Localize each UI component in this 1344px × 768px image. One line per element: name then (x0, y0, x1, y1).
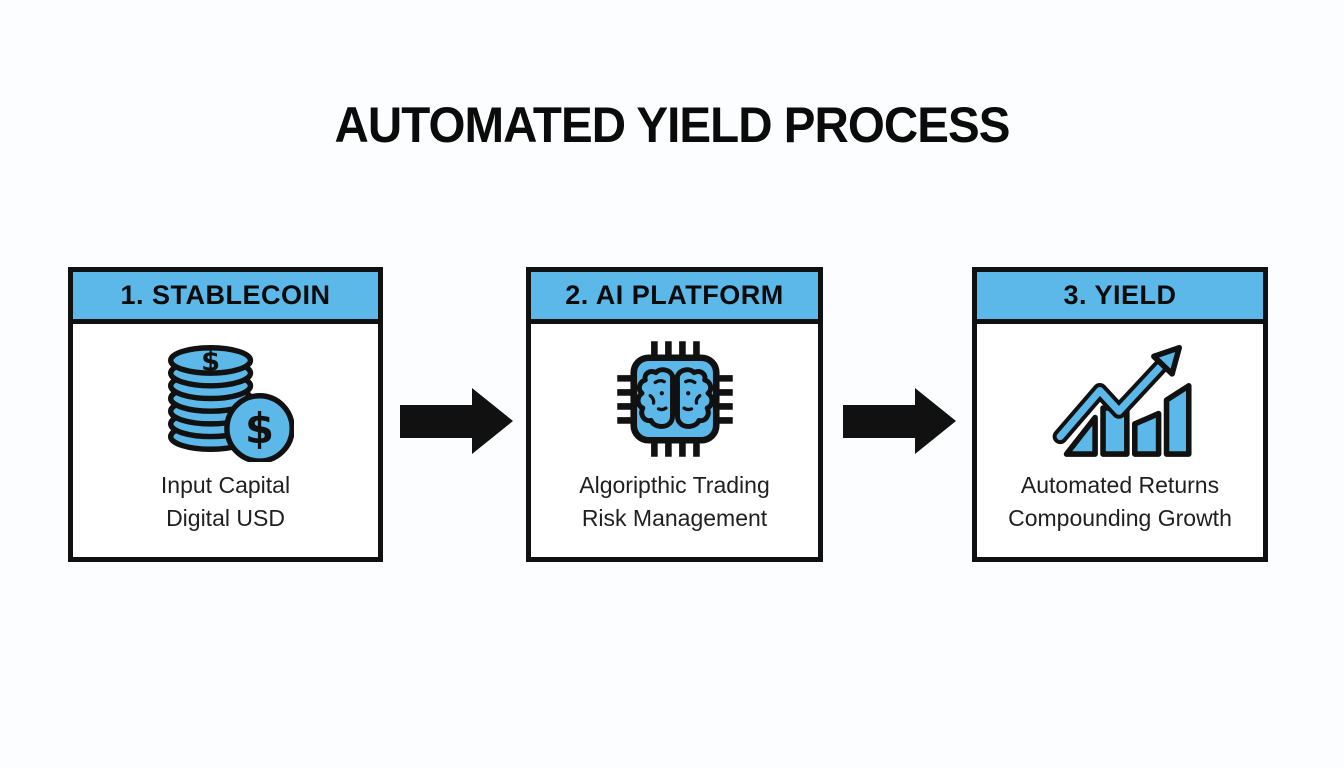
step-header-ai-platform: 2. AI PLATFORM (531, 272, 818, 324)
ai-chip-brain-icon (616, 340, 733, 457)
caption-line: Digital USD (166, 505, 285, 531)
step-box-stablecoin: 1. STABLECOIN $ $ Input Capital Digital … (68, 267, 383, 562)
caption-line: Compounding Growth (1008, 505, 1232, 531)
step-caption-stablecoin: Input Capital Digital USD (73, 469, 378, 557)
brain-glyph (635, 366, 675, 429)
step-body-ai-platform (531, 324, 818, 469)
caption-line: Input Capital (160, 472, 291, 498)
growth-chart-icon (1052, 344, 1192, 457)
step-caption-ai-platform: Algoripthic Trading Risk Management (531, 469, 818, 557)
brain-glyph (674, 366, 714, 429)
step-header-yield: 3. YIELD (977, 272, 1263, 324)
arrow-right-icon (400, 388, 513, 454)
step-box-yield: 3. YIELD Automated Returns Compounding G… (972, 267, 1268, 562)
dollar-sign-glyph: $ (201, 346, 220, 377)
coin-stack-icon: $ $ (167, 345, 294, 462)
step-caption-yield: Automated Returns Compounding Growth (977, 469, 1263, 557)
step-box-ai-platform: 2. AI PLATFORM (526, 267, 823, 562)
step-header-stablecoin: 1. STABLECOIN (73, 272, 378, 324)
step-body-yield (977, 324, 1263, 469)
caption-line: Automated Returns (1020, 472, 1220, 498)
caption-line: Algoripthic Trading (579, 472, 770, 498)
arrow-right-icon (843, 388, 956, 454)
dollar-sign-glyph: $ (245, 404, 274, 453)
step-body-stablecoin: $ $ (73, 324, 378, 469)
caption-line: Risk Management (581, 505, 768, 531)
diagram-title: AUTOMATED YIELD PROCESS (334, 97, 1011, 153)
